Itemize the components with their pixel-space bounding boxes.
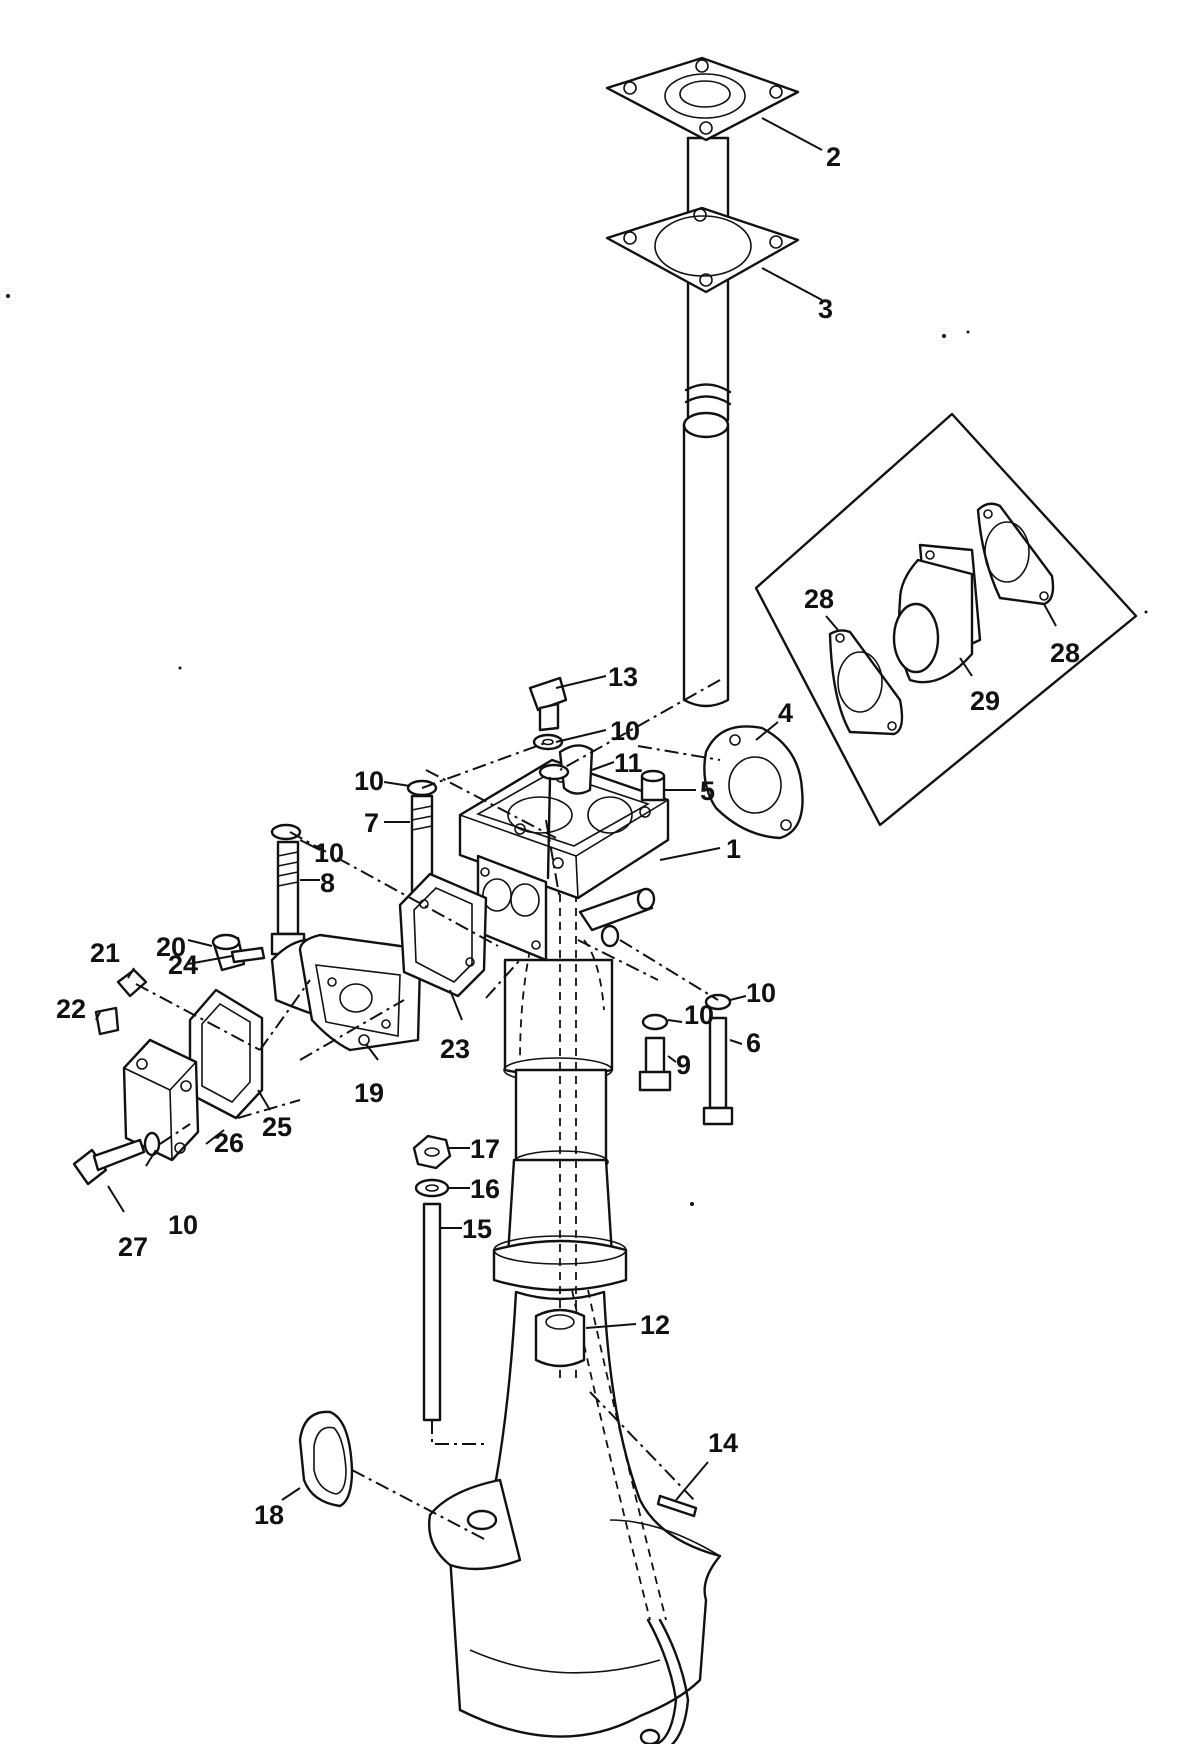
nut-17 <box>412 1134 452 1170</box>
callout-14: 14 <box>708 1428 738 1458</box>
callout-labels: 1 2 3 4 5 6 7 8 9 10 10 10 10 10 10 11 1… <box>56 142 1080 1530</box>
callout-2: 2 <box>826 142 841 172</box>
assembly-lines <box>135 679 721 1541</box>
callout-7: 7 <box>364 808 379 838</box>
callout-21: 21 <box>90 938 120 968</box>
callout-3: 3 <box>818 294 833 324</box>
callout-16: 16 <box>470 1174 500 1204</box>
callout-26: 26 <box>214 1128 244 1158</box>
pin-24 <box>230 946 266 964</box>
callout-15: 15 <box>462 1214 492 1244</box>
gasket-4 <box>703 725 804 840</box>
cover-26 <box>122 1038 200 1162</box>
callout-4: 4 <box>778 698 793 728</box>
screw-6 <box>702 1016 734 1126</box>
callout-9: 9 <box>676 1050 691 1080</box>
callout-10c: 10 <box>610 716 640 746</box>
callout-17: 17 <box>470 1134 500 1164</box>
callout-25: 25 <box>262 1112 292 1142</box>
callout-18: 18 <box>254 1500 284 1530</box>
stud-15 <box>422 1202 442 1422</box>
callout-12: 12 <box>640 1310 670 1340</box>
washer-10-screw8 <box>270 823 302 841</box>
callout-6: 6 <box>746 1028 761 1058</box>
fitting-21 <box>116 968 148 998</box>
washer-10-screw27 <box>143 1131 161 1157</box>
gasket-25 <box>188 988 264 1120</box>
callout-8: 8 <box>320 868 335 898</box>
screw-9 <box>638 1036 672 1092</box>
callout-10f: 10 <box>168 1210 198 1240</box>
washer-10-screw6 <box>704 993 732 1011</box>
callout-10b: 10 <box>314 838 344 868</box>
gasket-23 <box>398 872 488 998</box>
callout-11: 11 <box>614 748 643 778</box>
callout-20: 20 <box>156 932 186 962</box>
top-plate-tube <box>605 56 800 708</box>
callout-28a: 28 <box>804 584 834 614</box>
inset-detail <box>754 412 1138 827</box>
pump-body-19 <box>270 933 422 1052</box>
callout-10a: 10 <box>354 766 384 796</box>
plug-5 <box>640 769 666 802</box>
callout-29: 29 <box>970 686 1000 716</box>
callout-1: 1 <box>726 834 741 864</box>
callout-22: 22 <box>56 994 86 1024</box>
washer-16 <box>414 1178 450 1198</box>
driveshaft-housing <box>428 880 722 1744</box>
callout-19: 19 <box>354 1078 384 1108</box>
callout-28b: 28 <box>1050 638 1080 668</box>
callout-13: 13 <box>608 662 638 692</box>
callout-10e: 10 <box>746 978 776 1008</box>
callout-24: 24 <box>168 950 198 980</box>
leader-lines <box>95 117 1057 1501</box>
washer-10-top <box>532 733 564 751</box>
pin-14 <box>656 1494 698 1518</box>
scan-specks <box>6 294 1148 1206</box>
seal-18 <box>298 1410 354 1508</box>
callout-27: 27 <box>118 1232 148 1262</box>
adapter-housing <box>458 758 670 962</box>
callout-5: 5 <box>700 776 715 806</box>
screw-13 <box>528 676 568 732</box>
grommet-12 <box>534 1308 586 1368</box>
screw-27 <box>72 1138 146 1186</box>
callout-23: 23 <box>440 1034 470 1064</box>
screw-8 <box>270 840 306 956</box>
washer-10-screw9 <box>641 1013 669 1031</box>
fitting-22 <box>94 1006 120 1036</box>
callout-10d: 10 <box>684 1000 714 1030</box>
